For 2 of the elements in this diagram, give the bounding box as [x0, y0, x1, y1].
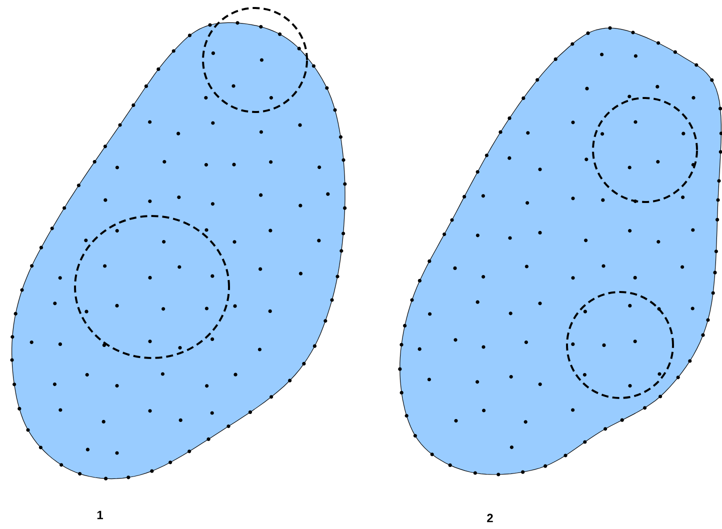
figure-number: 2 [487, 514, 493, 522]
figure-number: 1 [97, 510, 103, 520]
